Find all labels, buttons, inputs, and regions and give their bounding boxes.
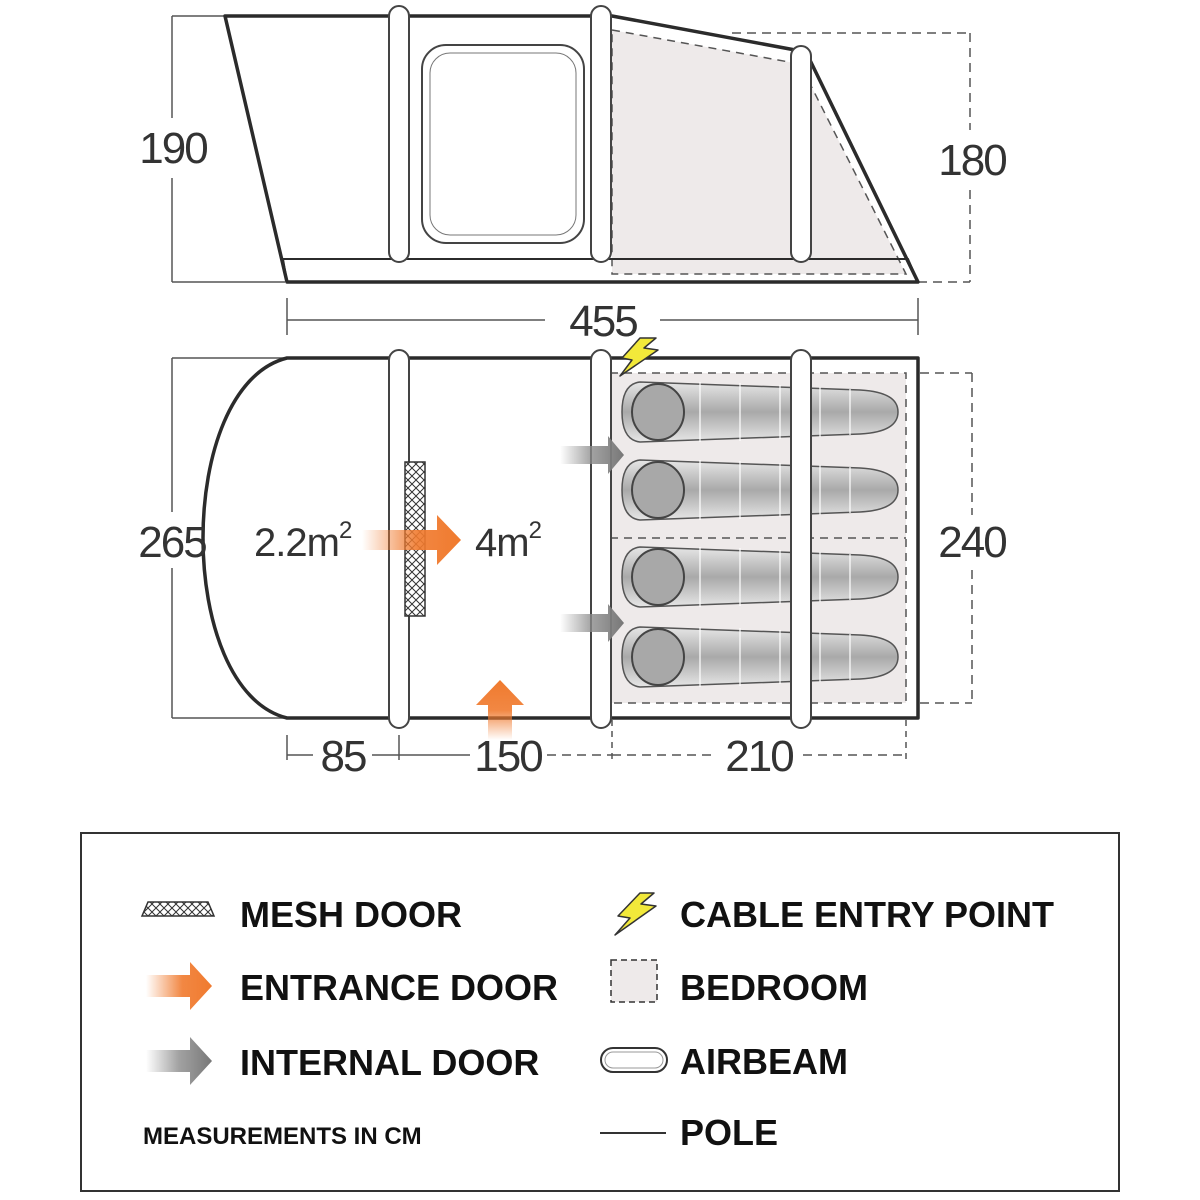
legend: MESH DOOR ENTRANCE DOOR INTERNAL DOOR ME…: [80, 832, 1120, 1192]
legend-pole: POLE: [680, 1112, 778, 1153]
bedroom-icon: [610, 959, 658, 1003]
internal-door-arrow-icon-1: [560, 436, 624, 474]
sleeping-bag-4: [621, 626, 899, 688]
depth-dimensions: 85 150 210: [286, 720, 907, 781]
floor-plan: 2.2m2 4m2 265 240: [138, 337, 1008, 740]
legend-bedroom: BEDROOM: [680, 967, 868, 1008]
side-window: [421, 44, 585, 244]
legend-box: [80, 832, 1120, 1192]
airbeam-icon: [600, 1047, 668, 1073]
legend-cable-entry-point: CABLE ENTRY POINT: [680, 894, 1054, 935]
entrance-arrow-icon: [146, 962, 212, 1010]
sleeping-bag-2: [621, 459, 899, 521]
porch-entrance-arrow-icon: [362, 515, 461, 565]
side-groundsheet: [281, 258, 920, 283]
mesh-door-icon: [140, 901, 216, 917]
cable-entry-lightning-bolt-icon: [619, 337, 659, 377]
bedroom-width-label: 240: [938, 518, 1006, 567]
sleeping-bag-3: [621, 546, 899, 608]
lightning-bolt-icon: [614, 892, 657, 936]
total-length-label: 455: [569, 297, 637, 346]
legend-airbeam: AIRBEAM: [680, 1041, 848, 1082]
side-dimension-guides: [171, 15, 971, 283]
bedroom-depth-label: 210: [725, 732, 793, 781]
plan-airbeam-2: [590, 349, 612, 729]
sleeping-bags: [621, 381, 899, 688]
side-airbeam-1: [388, 5, 410, 263]
side-elevation: 190 180: [139, 5, 1008, 284]
plan-airbeam-3: [790, 349, 812, 729]
side-airbeam-3: [790, 45, 812, 263]
porch-depth-label: 85: [321, 732, 366, 781]
internal-arrow-icon: [146, 1037, 212, 1085]
rear-height-label: 180: [938, 136, 1006, 185]
legend-mesh-door: MESH DOOR: [240, 894, 462, 935]
legend-internal-door: INTERNAL DOOR: [240, 1042, 539, 1083]
legend-measurements-note: MEASUREMENTS IN CM: [143, 1123, 422, 1150]
living-depth-label: 150: [474, 732, 542, 781]
front-height-label: 190: [139, 124, 207, 173]
sleeping-bag-1: [621, 381, 899, 443]
side-entrance-arrow-icon: [476, 680, 524, 740]
living-area-label: 4m2: [475, 517, 542, 565]
side-airbeam-2: [590, 5, 612, 263]
length-dimension: 455: [286, 297, 919, 346]
internal-door-arrow-icon-2: [560, 604, 624, 642]
porch-area-label: 2.2m2: [254, 517, 352, 565]
side-bedroom-area: [611, 29, 908, 275]
legend-entrance-door: ENTRANCE DOOR: [240, 967, 558, 1008]
total-width-label: 265: [138, 518, 206, 567]
plan-dimension-guides: [171, 357, 973, 719]
